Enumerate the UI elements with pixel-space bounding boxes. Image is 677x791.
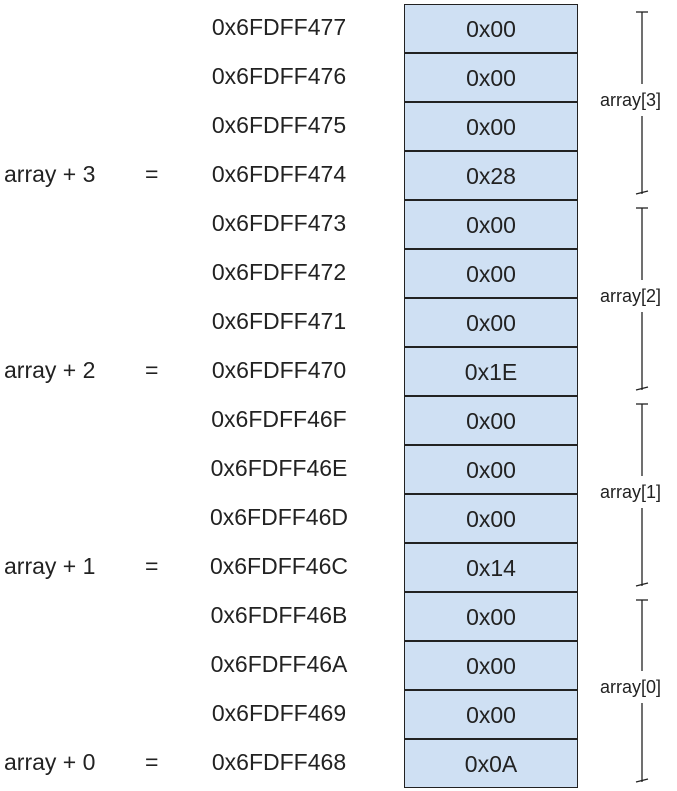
memory-row: array + 3 = 0x6FDFF474 0x28 bbox=[0, 151, 677, 200]
byte-cell: 0x00 bbox=[404, 641, 578, 690]
byte-cell: 0x00 bbox=[404, 445, 578, 494]
equals-sign: = bbox=[145, 749, 159, 775]
group-label: array[1] bbox=[600, 482, 662, 502]
byte-cell: 0x14 bbox=[404, 543, 578, 592]
equals-sign: = bbox=[145, 553, 159, 579]
pointer-label: array + 2 bbox=[4, 357, 96, 383]
memory-row: 0x6FDFF469 0x00 bbox=[0, 690, 677, 739]
memory-row: array + 0 = 0x6FDFF468 0x0A bbox=[0, 739, 677, 788]
memory-address: 0x6FDFF473 bbox=[211, 210, 347, 236]
memory-address: 0x6FDFF46E bbox=[210, 455, 348, 481]
memory-address: 0x6FDFF468 bbox=[211, 749, 347, 775]
equals-sign: = bbox=[145, 357, 159, 383]
memory-address: 0x6FDFF477 bbox=[211, 14, 347, 40]
byte-cell: 0x00 bbox=[404, 200, 578, 249]
pointer-label: array + 3 bbox=[4, 161, 96, 187]
byte-cell: 0x00 bbox=[404, 298, 578, 347]
memory-row: 0x6FDFF471 0x00 bbox=[0, 298, 677, 347]
memory-row: array + 1 = 0x6FDFF46C 0x14 bbox=[0, 543, 677, 592]
memory-row: 0x6FDFF46D 0x00 bbox=[0, 494, 677, 543]
bracket-bottom-tick bbox=[635, 778, 649, 783]
group-label: array[2] bbox=[600, 286, 662, 306]
memory-address: 0x6FDFF46A bbox=[210, 651, 348, 677]
memory-row: array + 2 = 0x6FDFF470 0x1E bbox=[0, 347, 677, 396]
byte-cell: 0x0A bbox=[404, 739, 578, 788]
memory-address: 0x6FDFF474 bbox=[211, 161, 347, 187]
memory-address: 0x6FDFF475 bbox=[211, 112, 347, 138]
equals-sign: = bbox=[145, 161, 159, 187]
byte-cell: 0x00 bbox=[404, 53, 578, 102]
memory-row: 0x6FDFF46E 0x00 bbox=[0, 445, 677, 494]
memory-row: 0x6FDFF473 0x00 bbox=[0, 200, 677, 249]
memory-row: 0x6FDFF46A 0x00 bbox=[0, 641, 677, 690]
memory-address: 0x6FDFF476 bbox=[211, 63, 347, 89]
memory-address: 0x6FDFF46D bbox=[209, 504, 349, 530]
group-label: array[3] bbox=[600, 90, 662, 110]
memory-address: 0x6FDFF470 bbox=[211, 357, 347, 383]
memory-address: 0x6FDFF46B bbox=[210, 602, 348, 628]
byte-cell: 0x00 bbox=[404, 249, 578, 298]
pointer-label: array + 0 bbox=[4, 749, 96, 775]
byte-cell: 0x00 bbox=[404, 396, 578, 445]
memory-row: 0x6FDFF46B 0x00 bbox=[0, 592, 677, 641]
memory-row: 0x6FDFF475 0x00 bbox=[0, 102, 677, 151]
byte-cell: 0x00 bbox=[404, 592, 578, 641]
byte-cell: 0x28 bbox=[404, 151, 578, 200]
memory-address: 0x6FDFF46F bbox=[211, 406, 347, 432]
memory-row: 0x6FDFF46F 0x00 bbox=[0, 396, 677, 445]
bracket-bottom-tick bbox=[635, 190, 649, 195]
byte-cell: 0x00 bbox=[404, 494, 578, 543]
bracket-bottom-tick bbox=[635, 386, 649, 391]
group-label: array[0] bbox=[600, 677, 662, 697]
byte-cell: 0x00 bbox=[404, 690, 578, 739]
memory-row: 0x6FDFF472 0x00 bbox=[0, 249, 677, 298]
memory-row: 0x6FDFF477 0x00 bbox=[0, 4, 677, 53]
memory-address: 0x6FDFF472 bbox=[211, 259, 347, 285]
memory-address: 0x6FDFF46C bbox=[209, 553, 349, 579]
byte-cell: 0x1E bbox=[404, 347, 578, 396]
memory-address: 0x6FDFF469 bbox=[211, 700, 347, 726]
bracket-bottom-tick bbox=[635, 582, 649, 587]
memory-address: 0x6FDFF471 bbox=[211, 308, 347, 334]
pointer-label: array + 1 bbox=[4, 553, 96, 579]
byte-cell: 0x00 bbox=[404, 4, 578, 53]
byte-cell: 0x00 bbox=[404, 102, 578, 151]
memory-row: 0x6FDFF476 0x00 bbox=[0, 53, 677, 102]
